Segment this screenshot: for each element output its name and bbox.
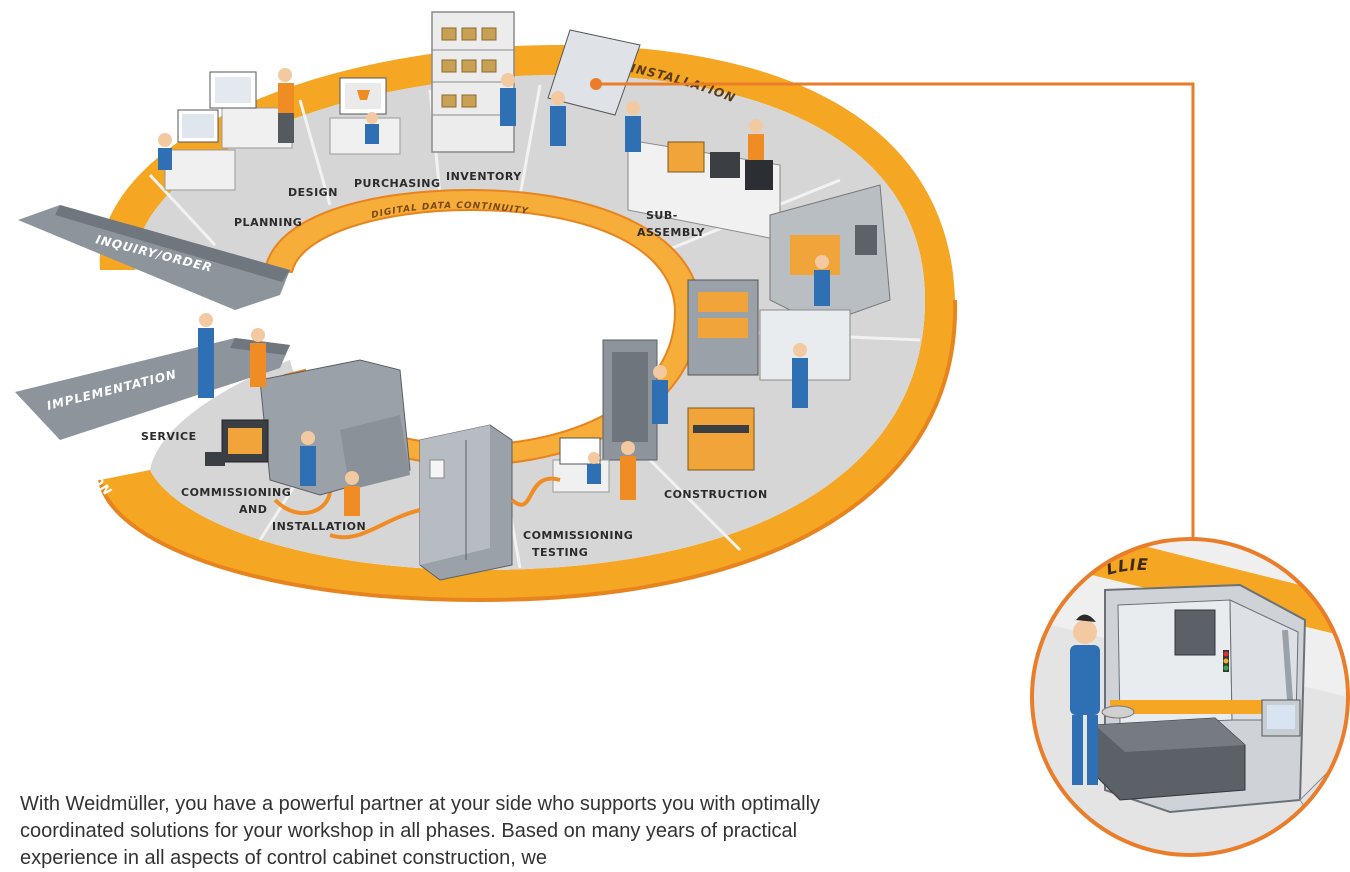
worker-icon	[301, 431, 315, 445]
worker-icon	[158, 133, 172, 147]
worker-icon	[366, 112, 378, 124]
planning-band-label: PLANNING	[61, 132, 128, 196]
implementation-band: IMPLEMENTATION	[15, 338, 290, 440]
station-label-subassembly-1: SUB-	[646, 209, 678, 222]
station-label-commissioning-installation-1: COMMISSIONING	[181, 486, 291, 499]
cable-lines	[273, 476, 561, 540]
outer-orange-band-edge	[98, 299, 958, 603]
machine-line	[259, 359, 411, 516]
worker-icon	[251, 328, 265, 342]
worker-icon	[815, 255, 829, 269]
detail-view-circle: LLIE	[1030, 537, 1350, 857]
worker-icon	[621, 441, 635, 455]
station-label-planning: PLANNING	[234, 216, 302, 229]
service-station	[198, 313, 269, 466]
station-label-service: SERVICE	[141, 430, 197, 443]
worker-icon	[278, 68, 292, 82]
control-cabinet	[419, 424, 513, 581]
operation-band-label: OPERATION	[40, 431, 115, 499]
sub-assembly-station	[625, 101, 781, 241]
station-label-commissioning-installation-2: AND	[239, 503, 267, 516]
construction-station	[602, 339, 755, 471]
station-label-purchasing: PURCHASING	[354, 177, 441, 190]
installation-touchscreen-station	[547, 29, 641, 146]
assembly-trolley-station	[687, 279, 851, 408]
worker-icon	[501, 73, 515, 87]
worker-icon	[1073, 620, 1097, 644]
worker-icon	[793, 343, 807, 357]
cart-icon	[357, 90, 370, 100]
inquiry-order-band: INQUIRY/ORDER	[18, 205, 290, 310]
worker-icon	[588, 452, 600, 464]
outer-orange-band	[99, 45, 956, 600]
station-label-construction: CONSTRUCTION	[664, 488, 768, 501]
worker-icon	[749, 119, 763, 133]
worker-icon	[199, 313, 213, 327]
callout-anchor-dot	[594, 80, 602, 88]
station-label-design: DESIGN	[288, 186, 338, 199]
station-label-commissioning-testing-2: TESTING	[532, 546, 588, 559]
worker-icon	[626, 101, 640, 115]
purchasing-station	[329, 77, 401, 155]
callout-connector-line	[598, 82, 1195, 540]
inventory-station	[431, 11, 516, 153]
worker-icon	[653, 365, 667, 379]
planning-station	[158, 109, 236, 191]
station-label-subassembly-2: ASSEMBLY	[637, 226, 706, 239]
station-labels: PLANNING DESIGN PURCHASING INVENTORY SUB…	[141, 170, 768, 559]
commissioning-testing-station	[552, 437, 636, 500]
station-label-commissioning-installation-3: INSTALLATION	[272, 520, 366, 533]
detail-band-label: LLIE	[1104, 555, 1149, 579]
wire-processing-machine	[769, 184, 891, 326]
station-label-commissioning-testing-1: COMMISSIONING	[523, 529, 633, 542]
intro-paragraph: With Weidmüller, you have a powerful par…	[20, 793, 821, 869]
worker-icon	[345, 471, 359, 485]
station-label-inventory: INVENTORY	[446, 170, 522, 183]
worker-icon	[551, 91, 565, 105]
design-station	[209, 68, 294, 149]
